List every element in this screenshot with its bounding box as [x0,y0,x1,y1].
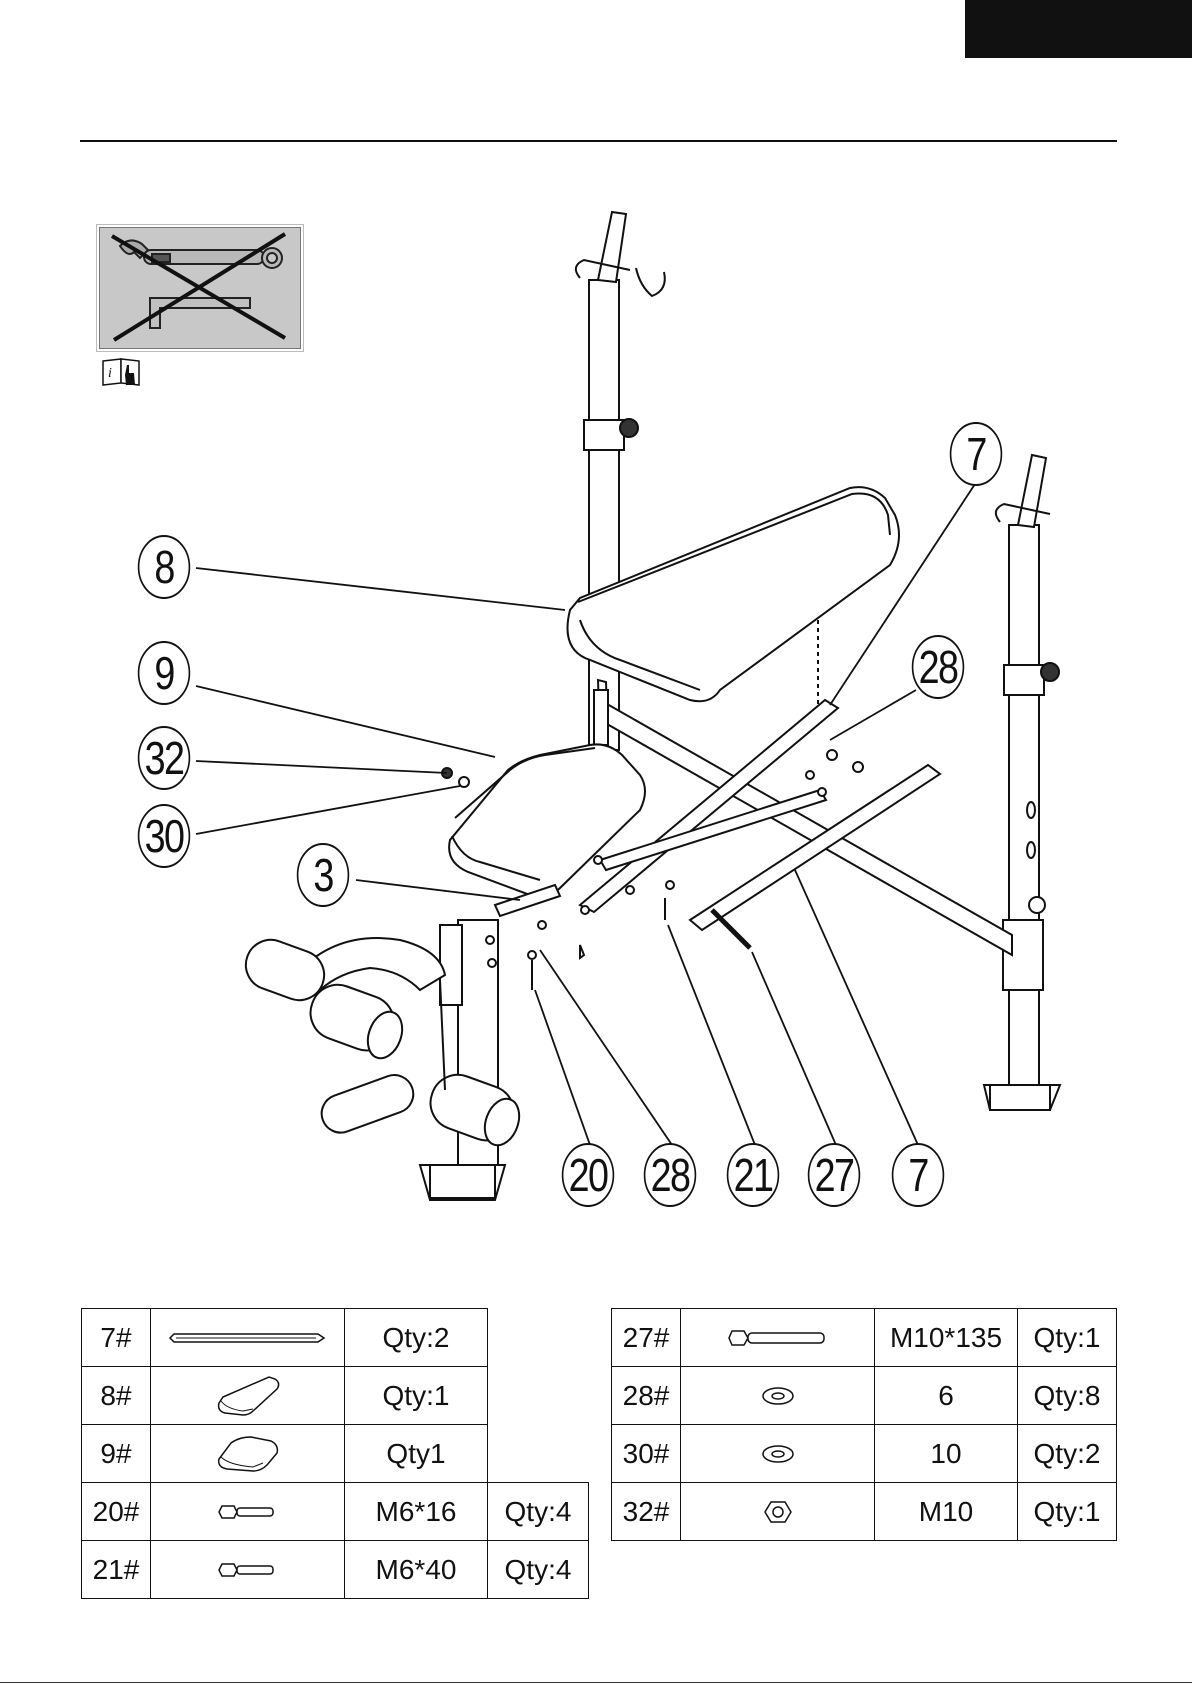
part-picture [151,1483,345,1541]
washer-icon [760,1443,796,1465]
part-picture [681,1483,875,1541]
part-qty: Qty:4 [488,1541,589,1599]
callout-7-bottom: 7 [892,1143,944,1207]
part-number: 9# [82,1425,151,1483]
bolt-icon [218,1559,278,1581]
bolt-icon [218,1501,278,1523]
part-number: 30# [612,1425,681,1483]
part-number: 32# [612,1483,681,1541]
part-number: 20# [82,1483,151,1541]
part-qty: Qty:1 [345,1367,488,1425]
part-size: M10*135 [875,1309,1018,1367]
left-bar-hook [598,212,626,282]
bar-icon [168,1329,328,1347]
part-qty: Qty1 [345,1425,488,1483]
part-size: M10 [875,1483,1018,1541]
left-upright-collar [584,420,624,450]
table-row: 21# M6*40 Qty:4 [82,1541,589,1599]
table-row: 30# 10 Qty:2 [612,1425,1117,1483]
part-qty: Qty:8 [1018,1367,1117,1425]
seat-pad-icon [213,1433,283,1475]
left-upright-tube [589,280,619,750]
callout-21: 21 [727,1143,779,1207]
part-qty: Qty:2 [1018,1425,1117,1483]
callout-20: 20 [562,1143,614,1207]
nut-icon [763,1499,793,1525]
part-number: 28# [612,1367,681,1425]
callout-7-top: 7 [950,422,1002,486]
parts-table-left: 7# Qty:2 8# Qty:1 9# [81,1308,589,1599]
part-picture [151,1541,345,1599]
part-picture [151,1425,345,1483]
part-qty: Qty:1 [1018,1309,1117,1367]
callout-32: 32 [138,726,190,790]
part-size: M6*40 [345,1541,488,1599]
part-picture [151,1367,345,1425]
right-bar-hook [1018,455,1046,527]
part-number: 8# [82,1367,151,1425]
part-size: 6 [875,1367,1018,1425]
long-bolt-icon [728,1326,828,1350]
washer-icon [760,1385,796,1407]
part-size: M6*16 [345,1483,488,1541]
bottom-rule [0,1682,1192,1683]
right-upright-collar [1004,665,1044,695]
seat-pad [449,744,645,896]
part-size: 10 [875,1425,1018,1483]
callout-28-right: 28 [912,635,964,699]
part-number: 27# [612,1309,681,1367]
part-qty: Qty:2 [345,1309,488,1367]
part-picture [681,1367,875,1425]
part-number: 7# [82,1309,151,1367]
table-row: 32# M10 Qty:1 [612,1483,1117,1541]
part-number: 21# [82,1541,151,1599]
table-row: 20# M6*16 Qty:4 [82,1483,589,1541]
table-row: 27# M10*135 Qty:1 [612,1309,1117,1367]
part-picture [681,1309,875,1367]
table-row: 8# Qty:1 [82,1367,589,1425]
callout-28-bottom: 28 [644,1143,696,1207]
table-row: 28# 6 Qty:8 [612,1367,1117,1425]
table-row: 9# Qty1 [82,1425,589,1483]
table-row: 7# Qty:2 [82,1309,589,1367]
part-picture [681,1425,875,1483]
part-qty: Qty:1 [1018,1483,1117,1541]
part-picture [151,1309,345,1367]
callout-9: 9 [138,641,190,705]
callout-8: 8 [138,535,190,599]
parts-table-right: 27# M10*135 Qty:1 28# 6 Qty:8 30# [611,1308,1117,1541]
part-qty: Qty:4 [488,1483,589,1541]
backrest-pad-icon [213,1375,283,1417]
cross-bar-main [600,700,1012,955]
lower-roller-bar [316,1070,418,1138]
callout-27: 27 [808,1143,860,1207]
callout-30: 30 [138,804,190,868]
callout-3: 3 [297,843,349,907]
